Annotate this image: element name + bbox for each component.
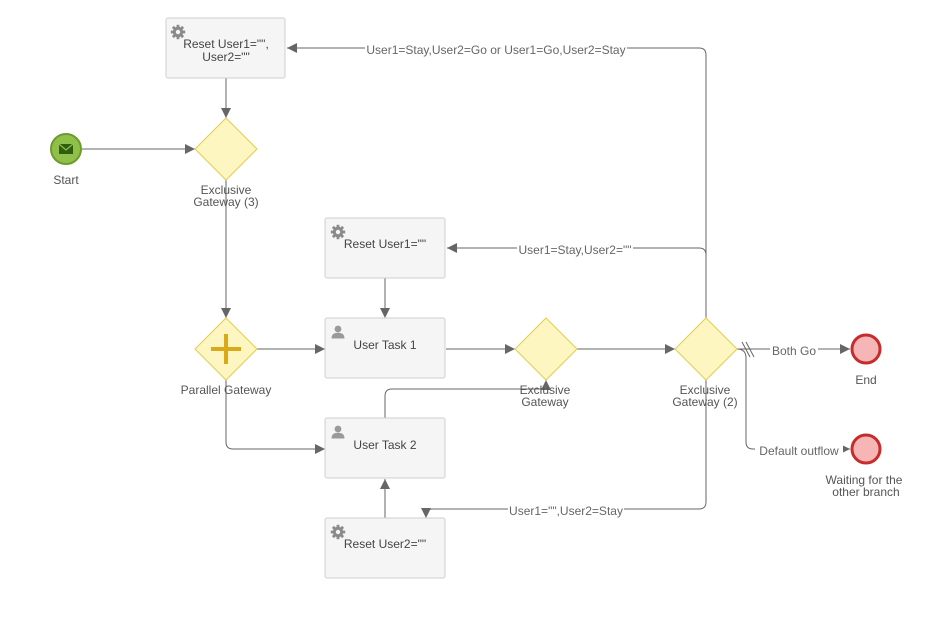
exclusive-gateway-3[interactable] — [194, 117, 258, 181]
parallel-label: Parallel Gateway — [181, 383, 272, 397]
gateway3-label-line2: Gateway (3) — [193, 195, 258, 209]
reset-both-label-line2: User2="" — [202, 50, 250, 64]
edge-label-bg — [365, 42, 627, 56]
user-task-1[interactable] — [324, 317, 446, 379]
end-event[interactable] — [850, 333, 882, 365]
waiting-label-line2: other branch — [832, 485, 899, 499]
envelope-icon — [58, 143, 74, 154]
default-flow-slash-2 — [745, 341, 755, 358]
gateway-label-line2: Gateway — [521, 395, 568, 409]
end-label: End — [855, 373, 876, 387]
parallel-gateway[interactable] — [194, 317, 258, 381]
gateway-label-line1: Exclusive — [520, 383, 571, 397]
edge-label-bg — [517, 242, 633, 256]
edge-gateway2-to-reset-both[interactable] — [287, 43, 707, 318]
service-task-reset-user1[interactable] — [324, 217, 446, 279]
default-flow-slash — [741, 341, 751, 358]
reset1-label: Reset User1="" — [344, 237, 426, 251]
edge-label-user2-stay: User1="",User2=Stay — [509, 504, 623, 518]
waiting-end-event[interactable] — [850, 433, 882, 465]
task1-label: User Task 1 — [353, 338, 416, 352]
gateway2-label-line2: Gateway (2) — [672, 395, 737, 409]
edge-label-bg — [508, 503, 624, 517]
reset-both-label-line1: Reset User1="", — [183, 37, 269, 51]
edge-label-default: Default outflow — [759, 444, 839, 458]
exclusive-gateway[interactable] — [514, 317, 578, 381]
user-task-2[interactable] — [324, 417, 446, 479]
reset2-label: Reset User2="" — [344, 537, 426, 551]
task2-label: User Task 2 — [353, 438, 416, 452]
service-task-reset-both[interactable] — [165, 17, 286, 79]
plus-icon — [211, 334, 241, 364]
edge-parallel-to-task2[interactable] — [225, 380, 325, 454]
start-label: Start — [53, 173, 79, 187]
edge-gateway2-to-reset1[interactable] — [447, 243, 707, 256]
edge-label-bg — [755, 443, 843, 457]
edge-label-both-stay-or-go: User1=Stay,User2=Go or User1=Go,User2=St… — [366, 43, 625, 57]
edge-label-user1-stay: User1=Stay,User2="" — [518, 243, 631, 257]
edge-label-bg — [770, 343, 818, 357]
service-task-reset-user2[interactable] — [324, 517, 446, 579]
exclusive-gateway-2[interactable] — [674, 317, 738, 381]
start-event[interactable] — [50, 133, 82, 165]
waiting-label-line1: Waiting for the — [826, 473, 903, 487]
gateway3-label-line1: Exclusive — [201, 183, 252, 197]
gateway2-label-line1: Exclusive — [680, 383, 731, 397]
edge-task2-to-gateway[interactable] — [384, 380, 551, 418]
edge-gateway2-to-waiting[interactable] — [736, 348, 850, 454]
edge-label-both-go: Both Go — [772, 344, 816, 358]
